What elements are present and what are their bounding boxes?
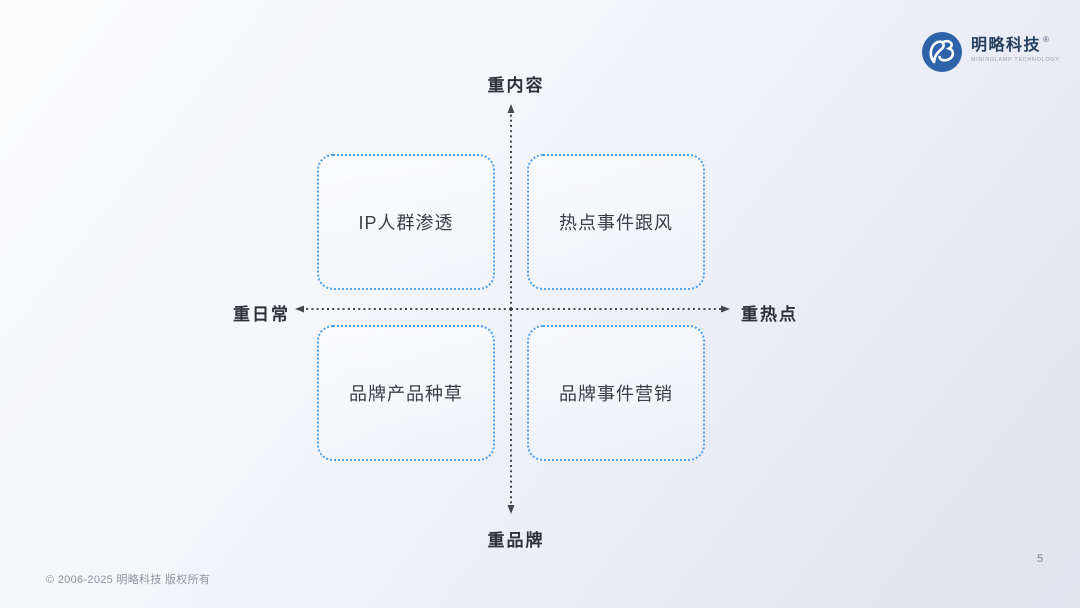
axis-label-left: 重日常	[233, 305, 290, 324]
quadrant-box-bottom-left: 品牌产品种草	[317, 325, 495, 461]
quadrant-box-top-right: 热点事件跟风	[527, 154, 705, 290]
quadrant-label-top-right: 热点事件跟风	[559, 213, 673, 233]
mininglamp-logo-icon	[922, 32, 962, 72]
quadrant-box-top-left: IP人群渗透	[317, 154, 495, 290]
quadrant-box-bottom-right: 品牌事件营销	[527, 325, 705, 461]
axis-label-top: 重内容	[487, 76, 545, 95]
logo: 明略科技 ® MININGLAMP TECHNOLOGY	[921, 31, 1080, 73]
quadrant-label-top-left: IP人群渗透	[358, 213, 454, 233]
logo-subtitle: MININGLAMP TECHNOLOGY	[971, 55, 1060, 62]
axis-label-right: 重热点	[741, 305, 798, 324]
quadrant-label-bottom-right: 品牌事件营销	[559, 384, 673, 404]
logo-text: 明略科技 ® MININGLAMP TECHNOLOGY	[971, 34, 1080, 67]
quadrant-label-bottom-left: 品牌产品种草	[349, 384, 463, 404]
copyright: © 2006-2025 明略科技 版权所有	[46, 574, 211, 586]
axis-label-bottom: 重品牌	[487, 531, 545, 550]
registered-trademark-icon: ®	[1043, 34, 1049, 44]
logo-wordmark: 明略科技	[971, 36, 1042, 54]
page-number: 5	[1036, 553, 1044, 565]
